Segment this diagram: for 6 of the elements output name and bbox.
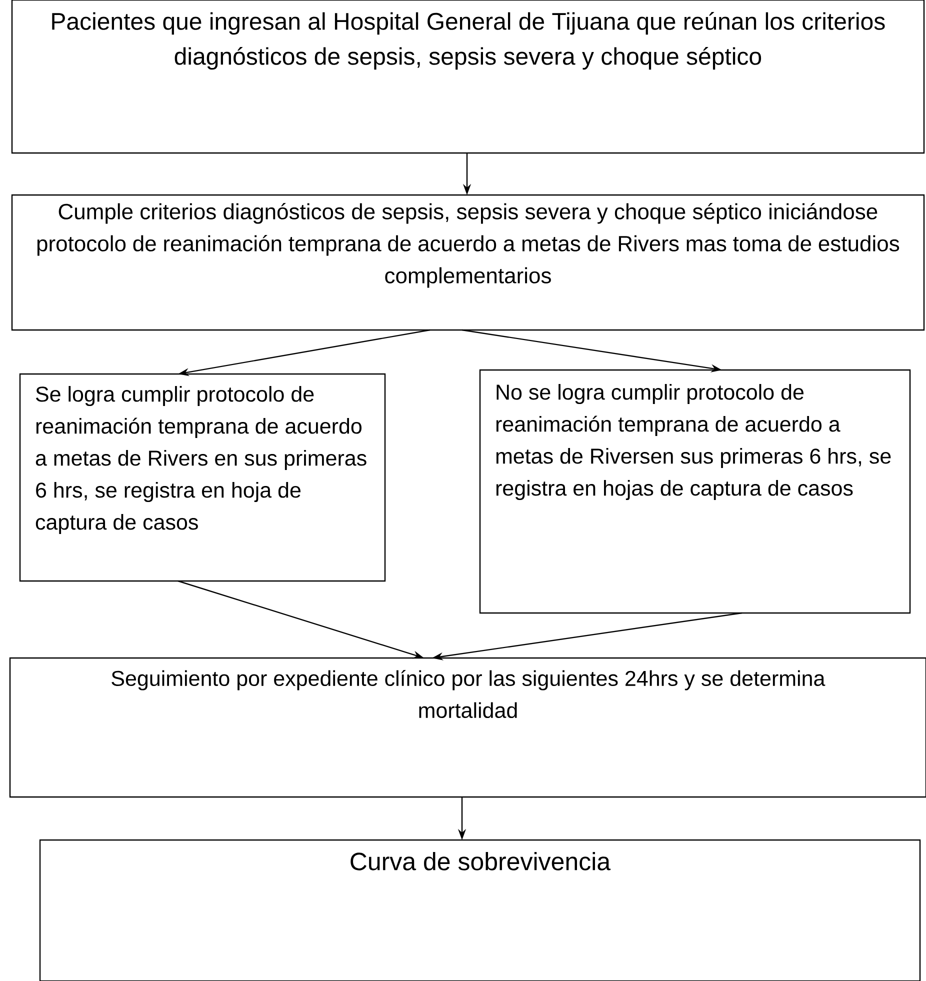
process-box: Seguimiento por expediente clínico por las siguientes 24hrs y se determina mortalidad bbox=[9, 657, 926, 798]
process-box: No se logra cumplir protocolo de reanimación temprana de acuerdo a metas de Riversen sus primeras 6 hrs, se registra en hojas de captura de casos bbox=[479, 369, 911, 614]
process-box: Curva de sobrevivencia bbox=[39, 839, 921, 981]
process-box: Se logra cumplir protocolo de reanimación temprana de acuerdo a metas de Rivers en sus primeras 6 hrs, se registra en hoja de captura de casos bbox=[19, 373, 386, 582]
process-box: Pacientes que ingresan al Hospital General de Tijuana que reúnan los criterios diagnósticos de sepsis, sepsis severa y choque séptico bbox=[11, 0, 925, 154]
process-box: Cumple criterios diagnósticos de sepsis, sepsis severa y choque séptico iniciándose protocolo de reanimación temprana de acuerdo a metas de Rivers mas toma de estudios complementarios bbox=[11, 194, 925, 331]
